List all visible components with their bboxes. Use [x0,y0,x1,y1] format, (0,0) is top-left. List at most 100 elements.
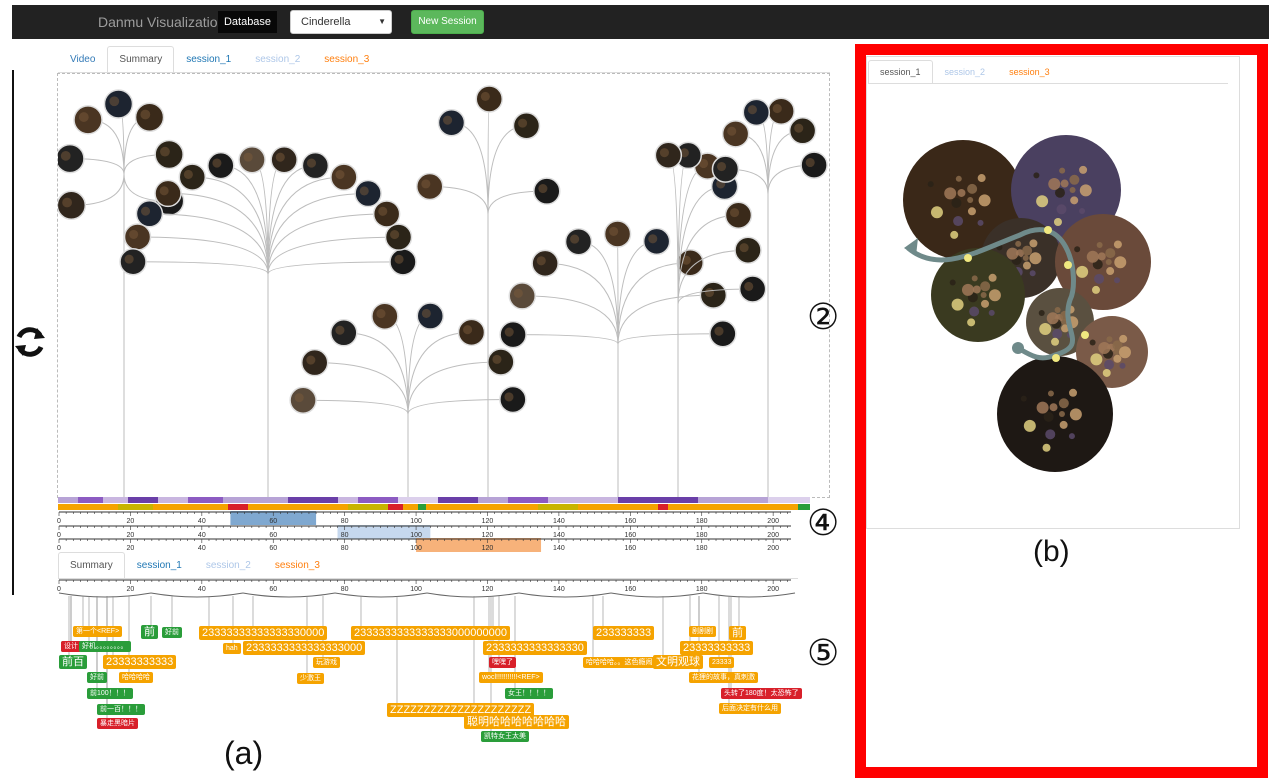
danmu-comment[interactable]: hah [223,643,241,654]
thumbnail-node[interactable] [721,120,750,148]
danmu-comment[interactable]: 聪明哈哈哈哈哈哈哈 [464,715,569,729]
thumbnail-node[interactable] [499,320,527,349]
danmu-comment[interactable]: 23333 [709,657,735,668]
thumbnail-node[interactable] [123,223,152,251]
danmu-comment[interactable]: 暴走黑暗片 [97,718,138,729]
thumbnail-node[interactable] [437,108,466,137]
danmu-comment[interactable]: 剧剧剧 [689,626,716,637]
thumbnail-node[interactable] [487,348,515,376]
tab-summary[interactable]: Summary [58,552,125,579]
danmu-comment[interactable]: 第一个<REF> [73,626,123,637]
thumbnail-node[interactable] [654,141,683,170]
movie-select[interactable]: Cinderella ▼ [290,10,392,34]
thumbnail-node[interactable] [134,102,165,133]
thumbnail-node[interactable] [788,117,817,145]
new-session-button[interactable]: New Session [411,10,484,34]
thumbnail-node[interactable] [154,139,184,170]
danmu-comment[interactable]: 玩游戏 [313,657,340,668]
refresh-icon[interactable] [12,322,48,362]
thumbnail-node[interactable] [475,85,503,113]
thumbnail-node[interactable] [238,145,266,174]
tab-session_1[interactable]: session_1 [136,560,182,571]
danmu-comment[interactable]: 2333333333333333000000000 [351,626,510,640]
danmu-comment[interactable]: 头转了180度！太恐怖了 [721,688,802,699]
thumbnail-node[interactable] [734,236,762,264]
thumbnail-node[interactable] [742,98,771,127]
tab-session_3[interactable]: session_3 [1009,67,1050,77]
database-button[interactable]: Database [218,11,277,33]
thumbnail-node[interactable] [178,163,207,191]
thumbnail-node[interactable] [512,111,541,140]
danmu-comment[interactable]: 前100！！！ [87,688,133,699]
thumbnail-node[interactable] [416,302,445,330]
tab-session_2[interactable]: session_2 [255,54,301,65]
thumbnail-node[interactable] [270,146,298,174]
thumbnail-node[interactable] [699,281,728,309]
danmu-comment[interactable]: 好前 [162,627,182,638]
thumbnail-node[interactable] [384,223,413,251]
thumbnail-node[interactable] [531,249,559,278]
thumbnail-node[interactable] [354,179,382,208]
app-brand[interactable]: Danmu Visualization [98,14,226,30]
danmu-comment[interactable]: 文明观球 [653,655,703,669]
thumbnail-node[interactable] [738,275,767,303]
danmu-comment[interactable]: 2333333333333333000 [243,641,366,655]
thumbnail-node[interactable] [711,155,740,183]
thumbnail-node[interactable] [73,105,103,135]
danmu-comment[interactable]: 前一百！！！ [97,704,145,715]
thumbnail-node[interactable] [642,227,671,256]
thumbnail-node[interactable] [767,97,795,125]
danmu-comment[interactable]: 23333333333333330000 [199,626,328,640]
thumbnail-node[interactable] [372,200,401,228]
danmu-comment[interactable]: 后面决定有什么用 [719,703,781,714]
thumbnail-node[interactable] [724,201,753,229]
danmu-comment[interactable]: 少激王 [297,673,324,684]
danmu-comment[interactable]: wocl!!!!!!!!!!!<REF> [479,672,543,683]
danmu-comment[interactable]: 23333333333 [103,655,177,669]
danmu-comment[interactable]: 哈哈哈哈。。这色瘾闹 [583,657,656,668]
danmu-comment[interactable]: 哈哈哈哈 [119,672,153,683]
tab-session_2[interactable]: session_2 [205,560,251,571]
thumbnail-node[interactable] [154,179,182,208]
thumbnail-node[interactable] [457,318,486,347]
thumbnail-node[interactable] [301,151,330,180]
danmu-comment[interactable]: 前 [729,626,746,640]
timeline-colorbar[interactable] [58,497,810,511]
danmu-comment[interactable]: 233333333 [593,626,655,640]
tab-session_3[interactable]: session_3 [324,54,370,65]
tab-summary[interactable]: Summary [107,46,175,73]
danmu-comment[interactable]: 设计 [61,641,81,652]
tab-session_3[interactable]: session_3 [274,560,320,571]
danmu-comment[interactable]: 好机。。。。。。。。 [79,641,131,652]
danmu-comment[interactable]: 好前 [87,672,107,683]
thumbnail-node[interactable] [289,386,317,415]
thumbnail-node[interactable] [330,163,358,191]
tab-session_2[interactable]: session_2 [944,67,986,77]
tab-session_1[interactable]: session_1 [868,60,933,84]
thumbnail-node[interactable] [135,200,164,228]
danmu-comment[interactable]: 23333333333 [680,641,754,655]
thumbnail-node[interactable] [508,282,536,310]
thumbnail-node[interactable] [533,177,561,205]
thumbnail-node[interactable] [499,385,527,414]
thumbnail-node[interactable] [389,248,417,276]
danmu-comment[interactable]: 女王！！！！ [505,688,553,699]
danmu-comment[interactable]: 嘿嘿了 [489,657,516,668]
thumbnail-node[interactable] [119,247,147,276]
danmu-comment[interactable]: 凯特女王太美 [481,731,529,742]
danmu-comment[interactable]: 2333333333333330 [483,641,587,655]
thumbnail-node[interactable] [58,190,87,221]
thumbnail-node[interactable] [371,302,399,330]
thumbnail-node[interactable] [330,319,358,347]
thumbnail-node[interactable] [603,220,632,248]
danmu-comment[interactable]: 花狸的故事，真刺激 [689,672,758,683]
thumbnail-node[interactable] [564,227,593,256]
thumbnail-node[interactable] [800,151,828,179]
danmu-comment[interactable]: 前 [141,625,158,639]
tab-session_1[interactable]: session_1 [186,54,232,65]
thumbnail-node[interactable] [709,320,737,348]
